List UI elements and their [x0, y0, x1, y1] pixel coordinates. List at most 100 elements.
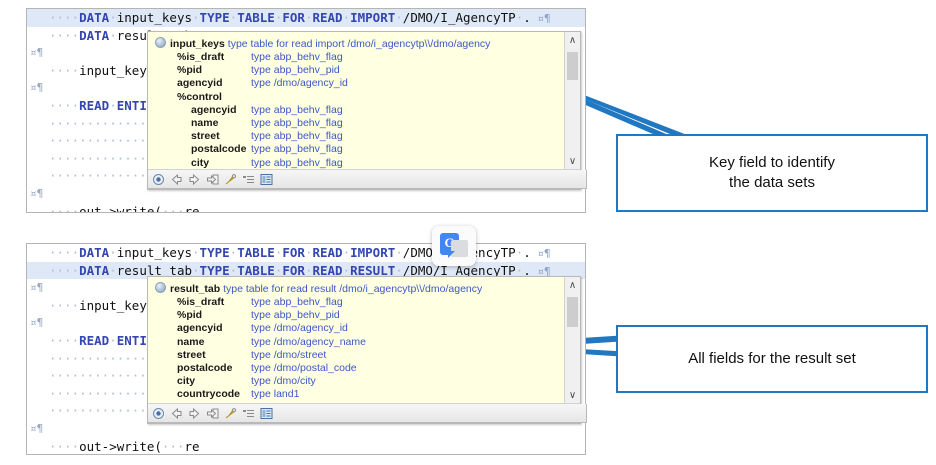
paragraph-mark: ¤¶ — [30, 81, 44, 95]
code-line[interactable]: ····out->write(···re — [27, 203, 585, 213]
field-type: type /dmo/agency_id — [251, 322, 348, 335]
tooltip-field-row: %is_draft type abp_behv_flag — [148, 296, 565, 309]
code-line[interactable]: ····out->write(···re — [49, 438, 200, 454]
scroll-up-icon[interactable]: ∧ — [568, 280, 577, 291]
tooltip-vscrollbar-top[interactable]: ∧ ∨ — [564, 32, 580, 170]
field-name: street — [177, 348, 206, 361]
paragraph-mark: ¤¶ — [30, 186, 44, 200]
indent-dots: ···· — [49, 10, 80, 25]
goto-source-icon[interactable] — [206, 173, 219, 186]
field-name: city — [177, 375, 196, 388]
close-icon[interactable] — [152, 407, 165, 420]
field-type: type abp_behv_pid — [251, 309, 340, 322]
field-name: %pid — [177, 309, 203, 322]
indent-dots: ···· — [49, 332, 80, 348]
pin-icon[interactable] — [224, 173, 237, 186]
field-name: %pid — [177, 64, 203, 77]
forward-arrow-icon[interactable] — [188, 407, 201, 420]
translate-pointer — [448, 251, 455, 258]
code-line[interactable]: ¤¶ — [27, 279, 585, 297]
tooltip-vscrollbar-bottom[interactable]: ∧ ∨ — [564, 277, 580, 404]
field-type: type abp_behv_pid — [251, 64, 340, 77]
properties-icon[interactable] — [260, 173, 273, 186]
pin-icon[interactable] — [224, 407, 237, 420]
tooltip-field-row: countrycode type land1 — [148, 388, 565, 401]
google-translate-icon[interactable]: G — [432, 226, 476, 266]
indent-dots: ···· — [49, 297, 80, 313]
field-type: type abp_behv_flag — [251, 116, 343, 129]
tooltip-content-bottom: result_tab type table for read result /d… — [148, 277, 565, 423]
callout-all-fields: All fields for the result set — [616, 325, 928, 393]
field-name: countrycode — [177, 388, 241, 401]
back-arrow-icon[interactable] — [170, 173, 183, 186]
code-line[interactable]: ¤¶ — [27, 79, 585, 97]
close-icon[interactable] — [152, 173, 165, 186]
tooltip-toolbar-bottom[interactable] — [147, 404, 587, 423]
field-name: %is_draft — [177, 51, 225, 63]
outline-icon[interactable] — [242, 173, 255, 186]
pilcrow-mark: ¤¶ — [530, 264, 551, 278]
tooltip-field-row: postalcode type abp_behv_flag — [148, 143, 565, 156]
paragraph-mark: ¤¶ — [30, 421, 44, 435]
scroll-down-icon[interactable]: ∨ — [568, 390, 577, 401]
hover-tooltip-input-keys[interactable]: input_keys type table for read import /d… — [147, 31, 581, 190]
field-name: city — [191, 156, 210, 169]
field-type: type abp_behv_flag — [251, 143, 343, 156]
field-type: type abp_behv_flag — [251, 296, 343, 308]
tooltip-header-top: input_keys type table for read import /d… — [148, 32, 565, 51]
code-line[interactable]: ¤¶ — [27, 420, 585, 438]
scroll-up-icon[interactable]: ∧ — [568, 35, 577, 46]
field-name: street — [191, 130, 220, 143]
tooltip-field-list-bottom: %is_draft type abp_behv_flag %pid type abp_… — [148, 296, 565, 415]
scroll-down-icon[interactable]: ∨ — [568, 156, 577, 167]
tooltip-toolbar-top[interactable] — [147, 170, 587, 189]
info-icon — [155, 282, 166, 293]
paragraph-mark: ¤¶ — [30, 316, 44, 330]
field-type: type /dmo/agency_name — [251, 335, 366, 348]
back-arrow-icon[interactable] — [170, 407, 183, 420]
tooltip-field-row: city type /dmo/city — [148, 375, 565, 388]
paragraph-mark: ¤¶ — [30, 46, 44, 60]
field-name: agencyid — [177, 77, 223, 90]
field-type: type abp_behv_flag — [251, 51, 343, 63]
code-line[interactable]: ¤¶ — [27, 44, 585, 62]
hover-tooltip-result-tab[interactable]: result_tab type table for read result /d… — [147, 276, 581, 424]
tooltip-symbol-name: input_keys — [170, 38, 225, 50]
code-line[interactable]: ¤¶ — [27, 314, 585, 332]
code-line[interactable]: ¤¶ — [27, 185, 585, 203]
indent-dots: ···· — [49, 27, 80, 43]
properties-icon[interactable] — [260, 407, 273, 420]
field-name: %is_draft — [177, 296, 225, 308]
goto-source-icon[interactable] — [206, 407, 219, 420]
field-type: type /dmo/postal_code — [251, 361, 357, 374]
code-line[interactable]: ····DATA·input_keys·TYPE·TABLE·FOR·READ·… — [49, 245, 551, 260]
tooltip-header-bottom: result_tab type table for read result /d… — [148, 277, 565, 296]
tooltip-field-row: %pid type abp_behv_pid — [148, 64, 565, 77]
field-type: type /dmo/city — [251, 375, 316, 388]
field-type: type land1 — [251, 388, 300, 401]
vscroll-thumb[interactable] — [567, 52, 578, 80]
callout-all-fields-text: All fields for the result set — [688, 349, 856, 367]
code-line[interactable]: ····DATA·input_keys·TYPE·TABLE·FOR·READ·… — [27, 9, 585, 27]
indent-dots: ···· — [49, 245, 80, 260]
tooltip-field-row: %is_draft type abp_behv_flag — [148, 51, 565, 64]
indent-dots: ···· — [49, 203, 80, 213]
indent-dots: ···· — [49, 97, 80, 113]
tooltip-field-row: %pid type abp_behv_pid — [148, 309, 565, 322]
indent-dots: ···· — [49, 62, 80, 78]
info-icon — [155, 37, 166, 48]
vscroll-thumb[interactable] — [567, 297, 578, 327]
tooltip-signature: type table for read result /dmo/i_agency… — [223, 283, 483, 295]
tooltip-field-row: name type /dmo/agency_name — [148, 336, 565, 349]
forward-arrow-icon[interactable] — [188, 173, 201, 186]
field-name: name — [177, 335, 205, 348]
outline-icon[interactable] — [242, 407, 255, 420]
tooltip-symbol-name: result_tab — [170, 283, 221, 295]
field-name: postalcode — [191, 143, 247, 156]
